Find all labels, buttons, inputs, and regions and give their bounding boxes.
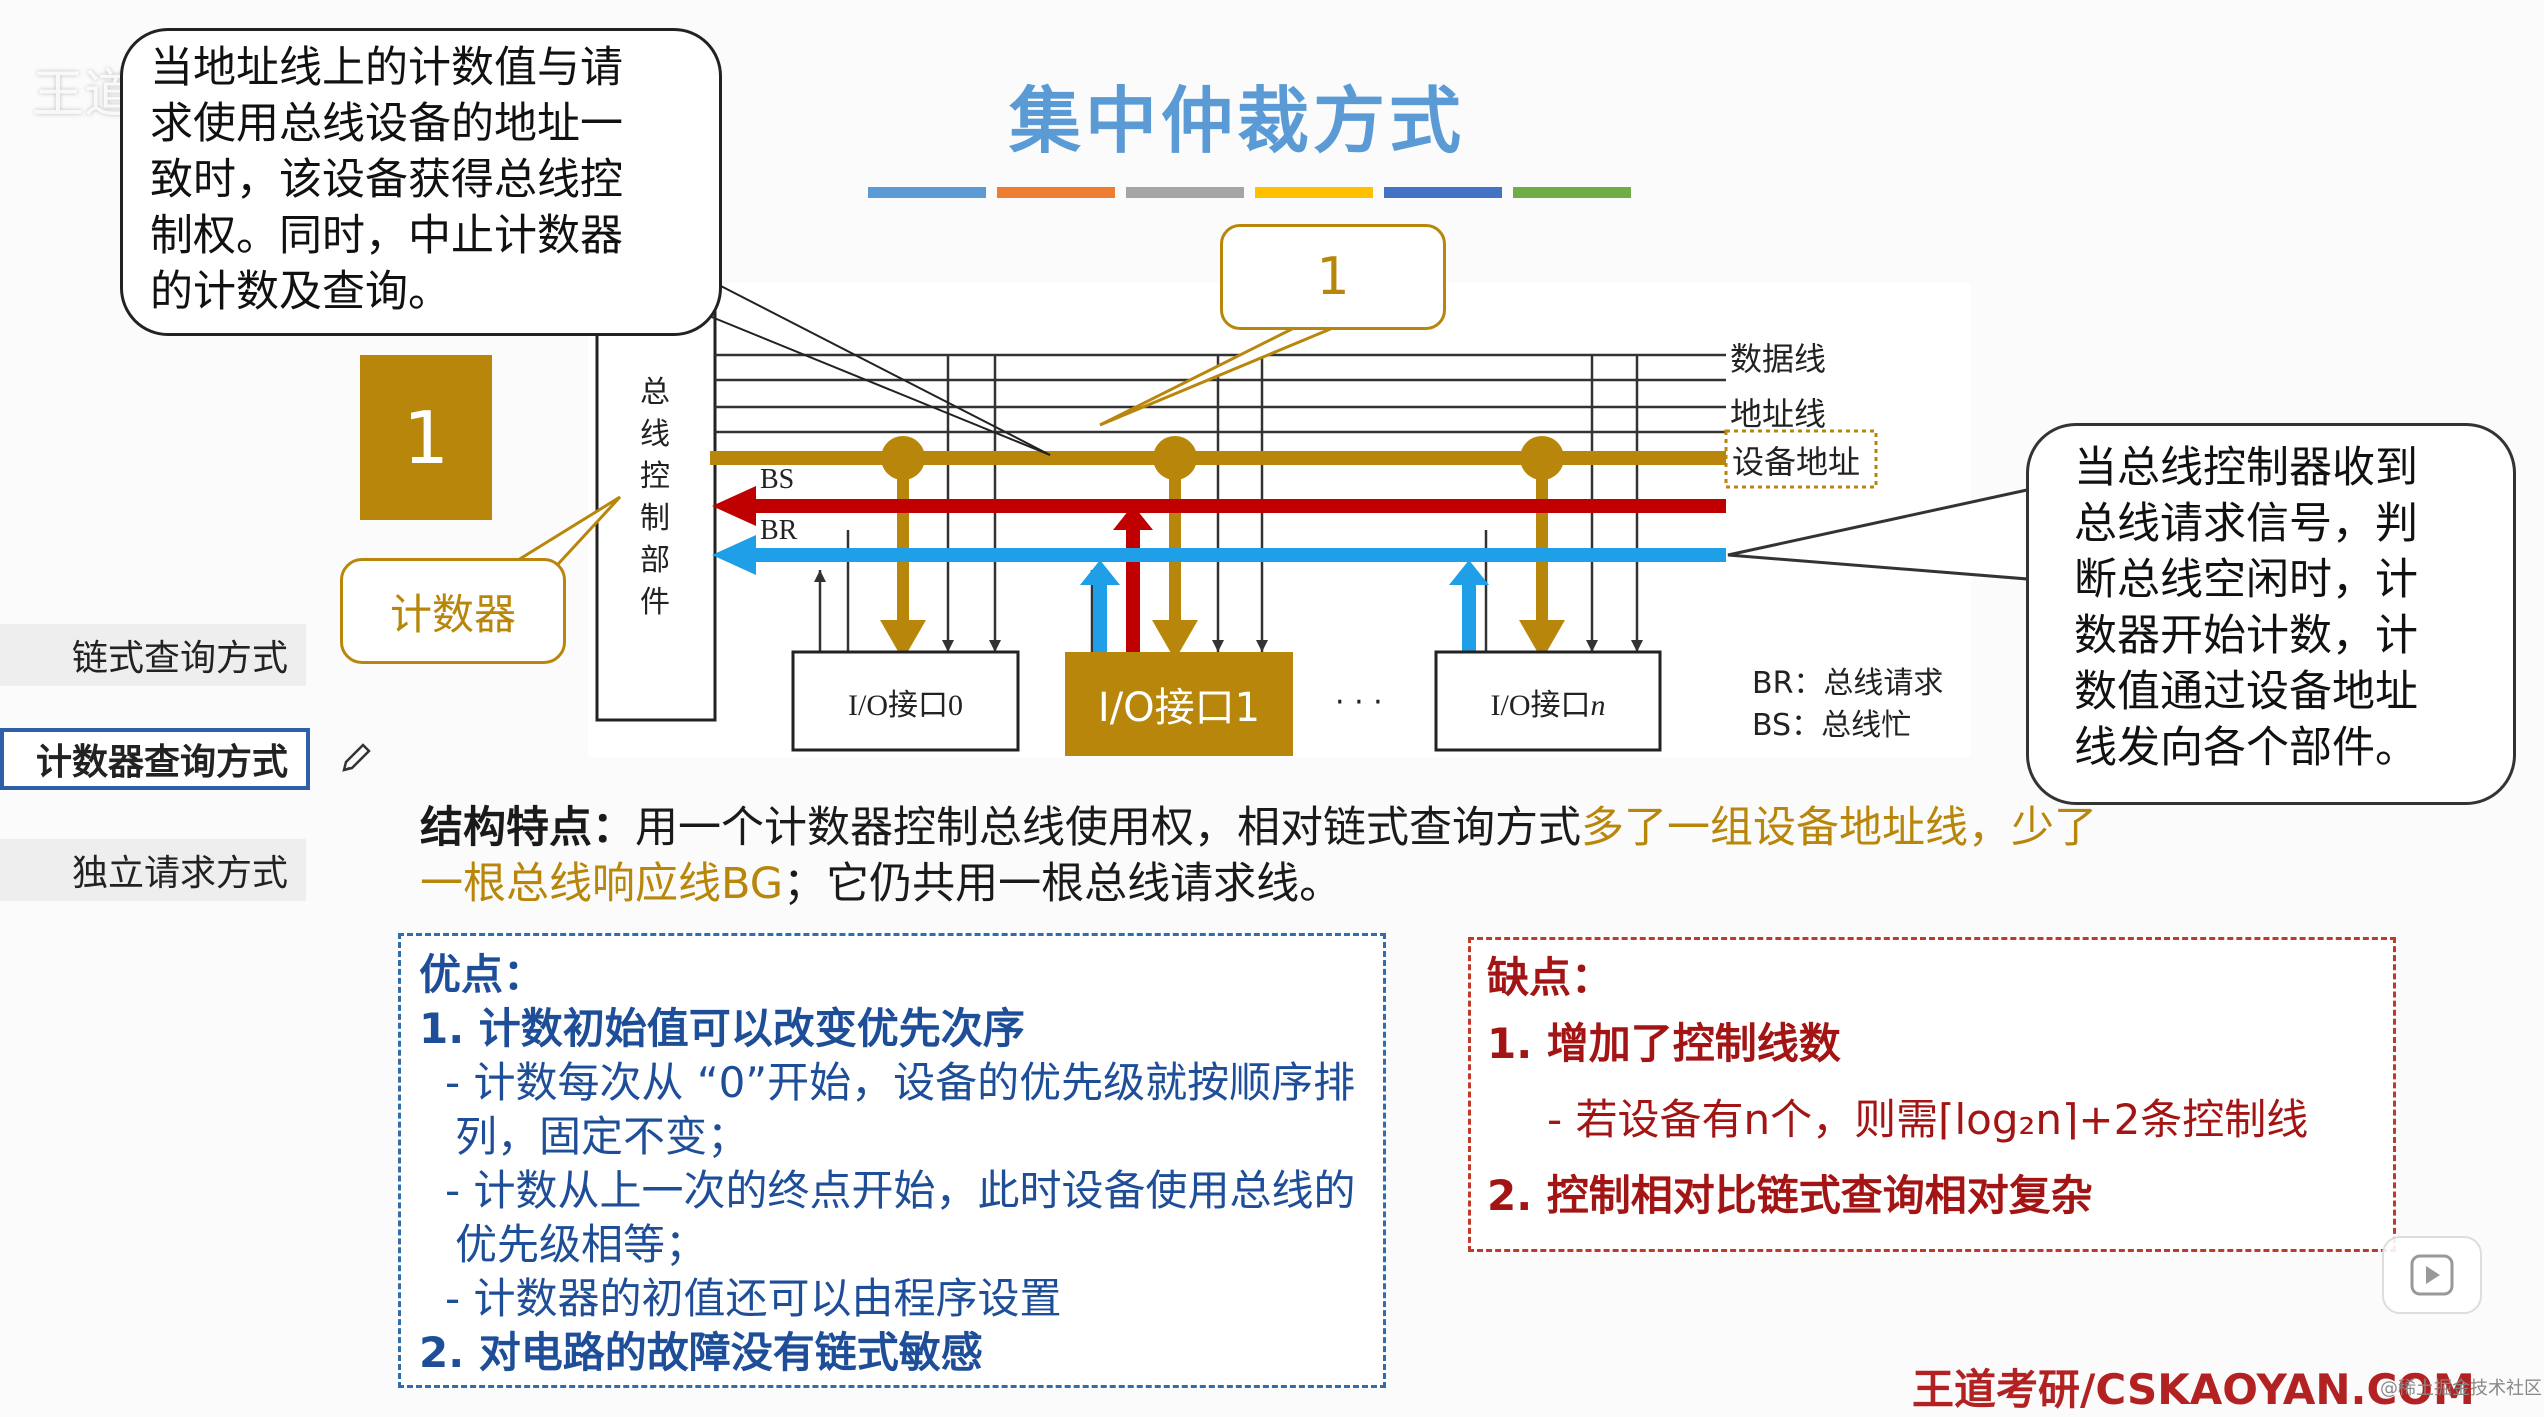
slide-title: 集中仲裁方式 [1008, 79, 1465, 163]
color-bar-1 [868, 187, 986, 198]
structure-highlight: 多了一组设备地址线，少了一根总线响应线BG [420, 803, 2097, 909]
structure-description: 结构特点：用一个计数器控制总线使用权，相对链式查询方式多了一组设备地址线，少了一… [420, 803, 2097, 909]
data-line-label: 数据线 [1730, 340, 1827, 378]
controller-label: 总 线 控 制 部 件 [640, 375, 670, 620]
io-interface-0: I/O接口0 [848, 689, 963, 722]
bs-label: BS [760, 464, 795, 495]
play-button[interactable] [2382, 1236, 2482, 1314]
addr-line-label: 地址线 [1730, 395, 1827, 433]
ellipsis: · · · [1335, 685, 1383, 720]
sidebar-item-counter-query[interactable]: 计数器查询方式 [0, 728, 310, 790]
io-box-n [1434, 650, 1662, 752]
bs-line [748, 499, 1726, 513]
advantages-title: 优点： [419, 950, 546, 999]
callout-top [120, 28, 722, 336]
play-icon [2410, 1254, 2454, 1296]
step-number-square: 1 [360, 355, 492, 520]
color-bar-3 [1126, 187, 1244, 198]
callout-counter: 计数器 [340, 558, 566, 664]
color-bar-2 [997, 187, 1115, 198]
io-box-0 [791, 650, 1020, 752]
disadvantage-sub-1: - 若设备有n个，则需⌈log₂n⌉+2条控制线 [1547, 1095, 2309, 1144]
advantage-item-1: 1. 计数初始值可以改变优先次序 [419, 1004, 1025, 1053]
pencil-icon[interactable] [336, 738, 376, 778]
advantage-item-2: 2. 对电路的故障没有链式敏感 [419, 1328, 983, 1377]
callout-right [2026, 423, 2516, 805]
sidebar-item-independent-request[interactable]: 独立请求方式 [0, 839, 306, 901]
device-addr-label: 设备地址 [1732, 443, 1861, 481]
disadvantage-item-2: 2. 控制相对比链式查询相对复杂 [1487, 1171, 2093, 1220]
disadvantages-box: 缺点： 1. 增加了控制线数 - 若设备有n个，则需⌈log₂n⌉+2条控制线 … [1468, 937, 2396, 1252]
footer-watermark: @稀土掘金技术社区 [2380, 1378, 2542, 1399]
br-line [748, 548, 1726, 562]
legend-br: BR：总线请求 [1752, 666, 1944, 701]
advantage-sub-2: - 计数从上一次的终点开始，此时设备使用总线的优先级相等； [445, 1166, 1356, 1269]
callout-top-text: 当地址线上的计数值与请 求使用总线设备的地址一 致时，该设备获得总线控 制权。同… [150, 43, 623, 317]
advantage-sub-3: - 计数器的初值还可以由程序设置 [445, 1274, 1062, 1323]
callout-one: 1 [1220, 224, 1446, 330]
structure-label: 结构特点： [420, 803, 635, 853]
legend-bs: BS：总线忙 [1752, 708, 1912, 743]
color-bar-4 [1255, 187, 1373, 198]
disadvantages-title: 缺点： [1487, 953, 1614, 1002]
bus-controller-box [595, 290, 717, 722]
callout-right-text: 当总线控制器收到 总线请求信号，判 断总线空闲时，计 数器开始计数，计 数值通过… [2074, 443, 2418, 773]
io-box-1 [1065, 652, 1293, 756]
io-interface-n: I/O接口n [1490, 689, 1606, 722]
advantage-sub-1: - 计数每次从 “0”开始，设备的优先级就按顺序排列，固定不变； [445, 1058, 1356, 1161]
io-interface-1: I/O接口1 [1097, 685, 1261, 731]
color-bar-6 [1513, 187, 1631, 198]
disadvantage-item-1: 1. 增加了控制线数 [1487, 1019, 1841, 1068]
advantages-box: 优点： 1. 计数初始值可以改变优先次序 - 计数每次从 “0”开始，设备的优先… [398, 933, 1386, 1388]
data-lines [715, 353, 1726, 434]
br-label: BR [760, 515, 798, 546]
device-address-bus [710, 451, 1726, 465]
sidebar-item-chain-query[interactable]: 链式查询方式 [0, 624, 306, 686]
color-bar-5 [1384, 187, 1502, 198]
